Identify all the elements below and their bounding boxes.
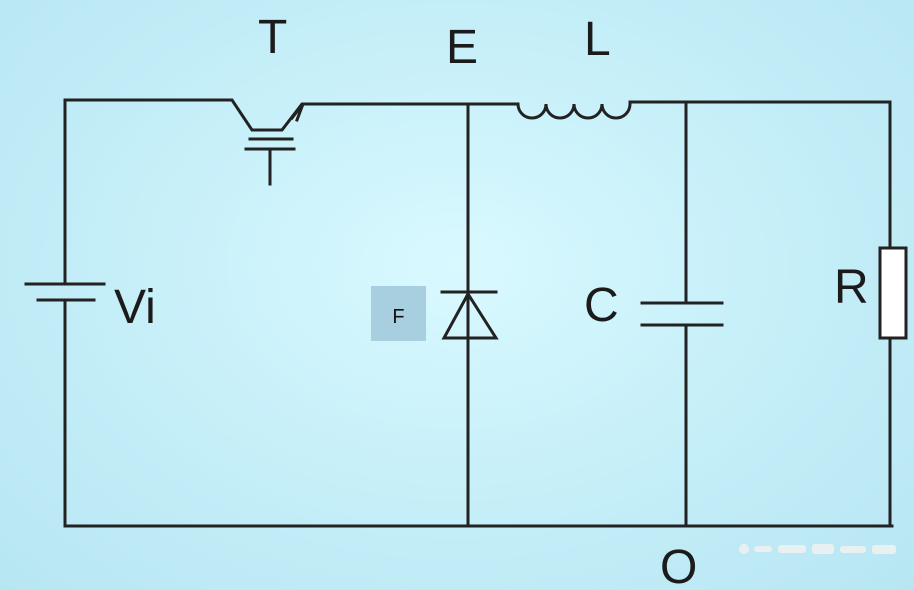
node-e-label: E <box>446 21 479 74</box>
capacitor-label: C <box>584 279 619 332</box>
resistor-body <box>878 246 908 340</box>
top-wire-left <box>63 98 520 132</box>
transistor-gate <box>244 137 296 186</box>
transistor-emitter-arrow <box>289 103 305 122</box>
diode-label-box: F <box>371 286 426 341</box>
inductor-coil <box>516 102 632 120</box>
source-label: Vi <box>114 281 156 334</box>
resistor-label: R <box>834 261 869 314</box>
diode-triangle <box>441 291 499 340</box>
transistor-label: T <box>258 11 288 64</box>
node-o-label: O <box>660 541 698 590</box>
watermark-logo <box>739 544 896 554</box>
inductor-label: L <box>584 13 611 66</box>
